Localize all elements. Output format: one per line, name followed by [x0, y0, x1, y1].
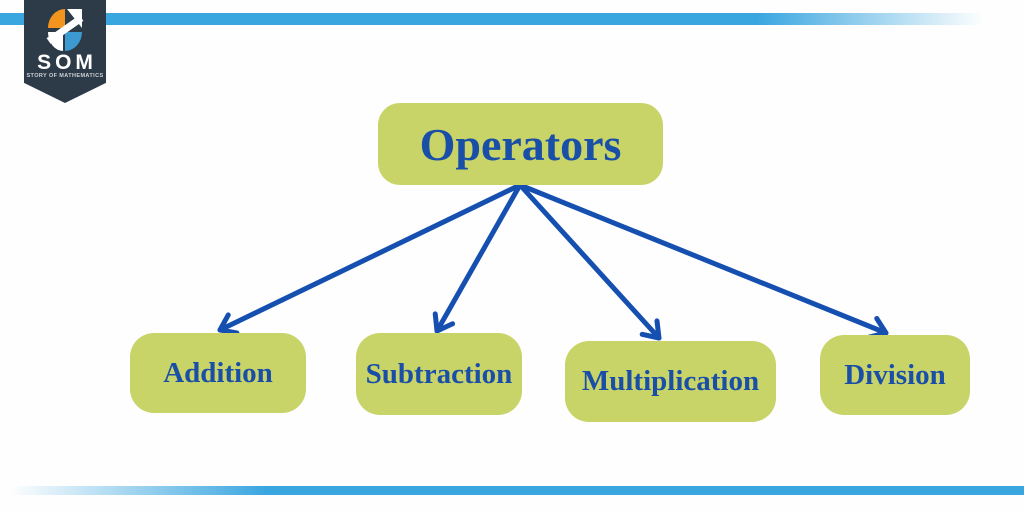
arrow-to-division	[517, 182, 889, 340]
node-addition-label: Addition	[163, 356, 273, 389]
node-multiplication-label: Multiplication	[581, 365, 760, 397]
som-logo-subtext: STORY OF MATHEMATICS	[26, 73, 104, 79]
node-multiplication: Multiplication	[565, 341, 776, 422]
arrow-to-multiplication	[517, 182, 662, 341]
node-subtraction: Subtraction	[356, 333, 522, 415]
som-logo-badge: SOM STORY OF MATHEMATICS	[24, 0, 106, 103]
node-division: Division	[820, 335, 970, 415]
arrow-to-addition	[217, 182, 523, 336]
top-accent-bar	[0, 13, 1024, 25]
som-logo-text: SOM	[37, 51, 97, 74]
node-operators-label: Operators	[419, 118, 622, 170]
node-subtraction-label: Subtraction	[365, 357, 513, 390]
node-addition: Addition	[130, 333, 306, 413]
arrow-to-subtraction	[432, 182, 523, 334]
bottom-accent-bar	[0, 486, 1024, 495]
node-division-label: Division	[844, 358, 946, 391]
node-operators: Operators	[378, 103, 663, 185]
som-logo-icon	[46, 9, 84, 51]
